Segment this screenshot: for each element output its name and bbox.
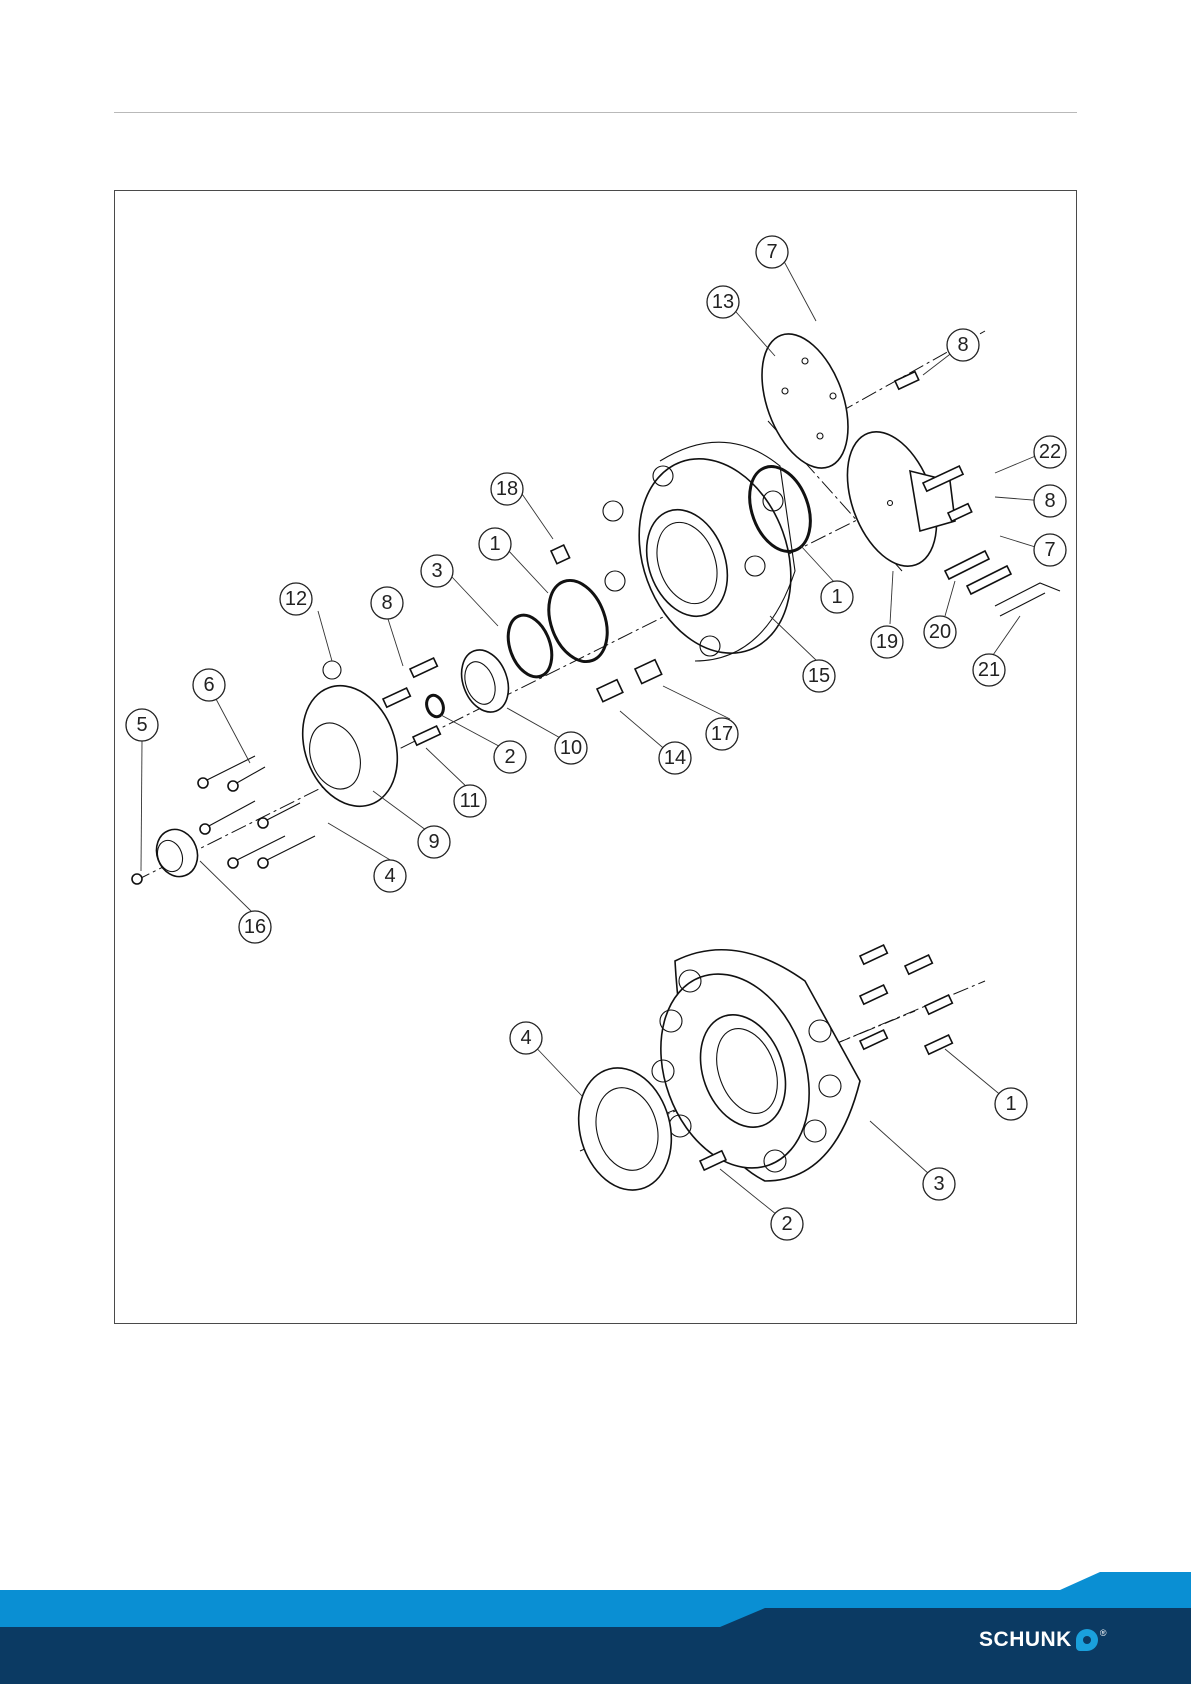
callout-1-left: 1 [479, 528, 548, 593]
callout-14: 14 [620, 711, 691, 774]
callout-21: 21 [973, 616, 1020, 686]
callout-label: 2 [781, 1213, 792, 1235]
callout-label: 17 [711, 723, 733, 745]
callout-8-right: 8 [995, 485, 1066, 517]
callout-17: 17 [663, 686, 738, 750]
callout-label: 1 [1005, 1093, 1016, 1115]
callout-label: 18 [496, 478, 518, 500]
callout-label: 4 [520, 1027, 531, 1049]
callout-label: 15 [808, 665, 830, 687]
callout-label: 3 [933, 1173, 944, 1195]
callout-16: 16 [200, 861, 271, 943]
callout-1-lower: 1 [945, 1049, 1027, 1120]
callout-label: 7 [1044, 539, 1055, 561]
callout-label: 3 [431, 560, 442, 582]
callout-label: 14 [664, 747, 686, 769]
callout-6: 6 [193, 669, 250, 763]
schunk-logo: SCHUNK ® [979, 1628, 1107, 1652]
callout-label: 16 [244, 916, 266, 938]
callout-3-upper: 3 [421, 555, 498, 626]
callout-7-top: 7 [756, 236, 816, 321]
callout-label: 4 [384, 865, 395, 887]
callout-label: 6 [203, 674, 214, 696]
callout-label: 1 [489, 533, 500, 555]
callout-label: 8 [1044, 490, 1055, 512]
page-footer: SCHUNK ® [0, 1560, 1191, 1684]
callout-4-upper: 4 [328, 823, 406, 892]
callout-1-right: 1 [801, 546, 853, 613]
callout-label: 10 [560, 737, 582, 759]
callout-11: 11 [426, 748, 486, 817]
callout-8-left: 8 [371, 587, 403, 666]
callout-13: 13 [707, 286, 775, 356]
callout-5: 5 [126, 709, 158, 871]
callout-label: 19 [876, 631, 898, 653]
callout-3-lower: 3 [870, 1121, 955, 1200]
callout-label: 8 [381, 592, 392, 614]
callout-label: 21 [978, 659, 1000, 681]
callout-label: 12 [285, 588, 307, 610]
callout-label: 2 [504, 746, 515, 768]
callout-label: 13 [712, 291, 734, 313]
callout-8-top-right: 8 [923, 329, 979, 375]
callout-19: 19 [871, 571, 903, 658]
header-rule [114, 112, 1077, 113]
callout-label: 1 [831, 586, 842, 608]
callout-22: 22 [995, 436, 1066, 473]
lower-assembly-drawing [565, 945, 985, 1201]
callout-9: 9 [373, 791, 450, 858]
callout-label: 7 [766, 241, 777, 263]
callout-2-upper: 2 [441, 715, 526, 773]
upper-assembly-drawing [132, 322, 1060, 884]
logo-mark-icon [1076, 1629, 1098, 1651]
logo-text: SCHUNK [979, 1628, 1072, 1652]
callout-20: 20 [924, 581, 956, 648]
callout-label: 22 [1039, 441, 1061, 463]
callout-12: 12 [280, 583, 332, 661]
callout-label: 11 [460, 790, 481, 812]
footer-band [0, 1560, 1191, 1684]
callout-4-lower: 4 [510, 1022, 582, 1096]
registered-mark: ® [1100, 1628, 1107, 1638]
callout-label: 8 [957, 334, 968, 356]
callout-label: 20 [929, 621, 951, 643]
callout-15: 15 [770, 616, 835, 692]
exploded-view-figure: 7 13 8 22 8 7 18 1 [114, 190, 1077, 1324]
callout-label: 5 [136, 714, 147, 736]
callout-7-right: 7 [1000, 534, 1066, 566]
exploded-view-drawing: 7 13 8 22 8 7 18 1 [115, 191, 1078, 1325]
callout-label: 9 [428, 831, 439, 853]
